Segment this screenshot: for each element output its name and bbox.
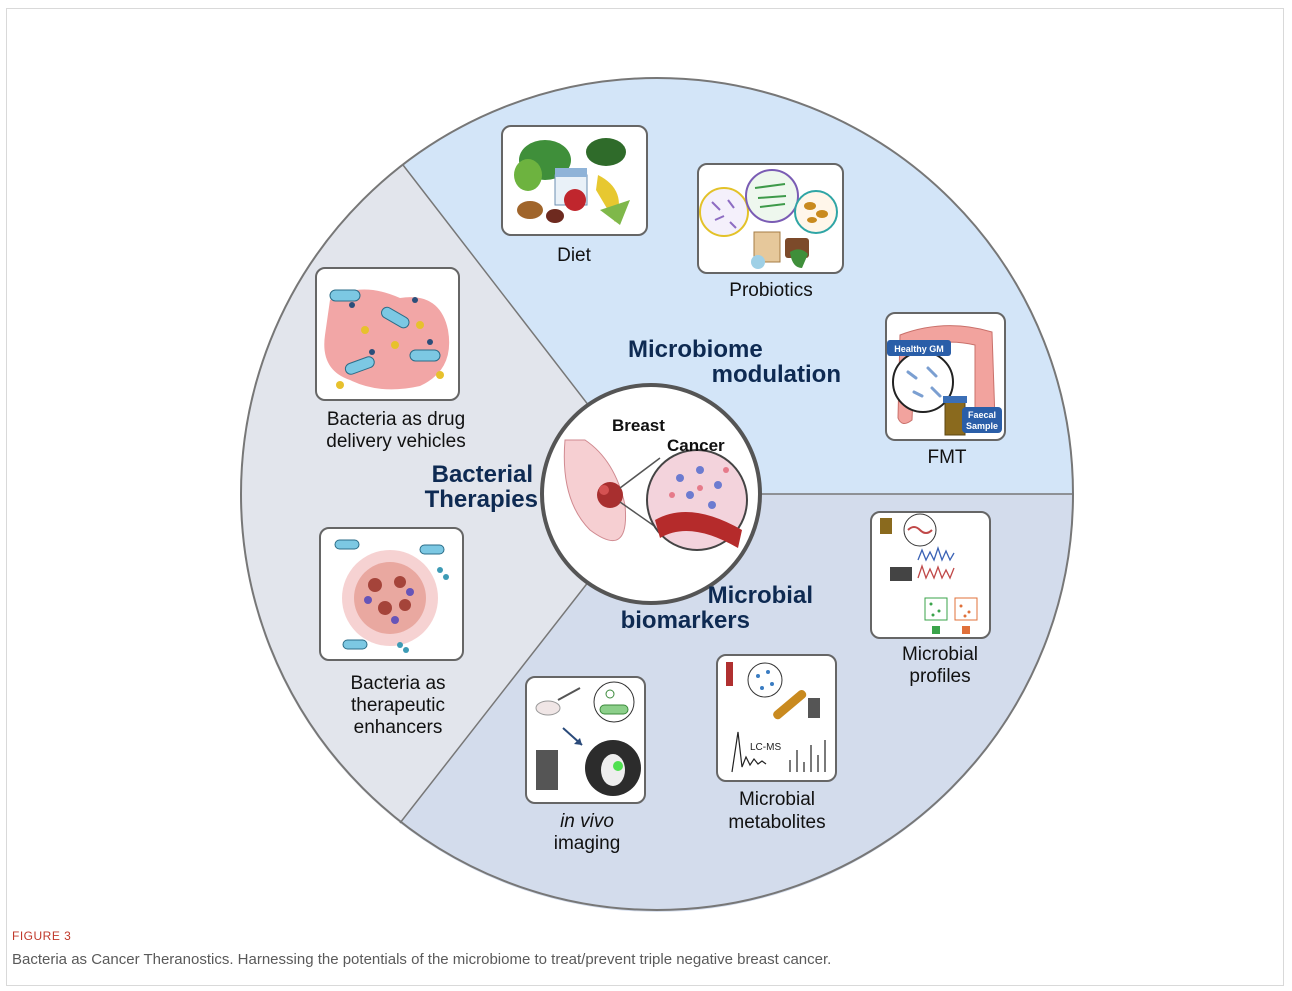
enhancers-panel: Bacteria as therapeutic enhancers bbox=[319, 527, 464, 738]
tumor-zoom-icon bbox=[619, 449, 748, 551]
drug-delivery-panel: Bacteria as drug delivery vehicles bbox=[315, 267, 466, 452]
healthy-gm-badge bbox=[887, 340, 951, 356]
breast-icon bbox=[563, 439, 627, 541]
probiotics-panel: Probiotics bbox=[697, 163, 844, 301]
sample-label: Sample bbox=[966, 421, 998, 431]
enhancers-label-1: Bacteria as bbox=[350, 673, 445, 694]
enhancers-label-3: enhancers bbox=[354, 717, 443, 738]
center-label-cancer: Cancer bbox=[667, 436, 725, 455]
imaging-label-1: in vivo bbox=[560, 811, 614, 832]
section-title-biomarkers-2: biomarkers bbox=[621, 607, 750, 634]
metabolites-panel: LC-MS Microbial metabolites bbox=[716, 654, 837, 833]
profiles-label-2: profiles bbox=[909, 666, 970, 687]
section-title-modulation-2: modulation bbox=[712, 361, 841, 388]
profiles-label-1: Microbial bbox=[902, 644, 978, 665]
figure-label: FIGURE 3 bbox=[12, 929, 72, 943]
enhancers-label-2: therapeutic bbox=[351, 695, 445, 716]
metabolites-label-1: Microbial bbox=[739, 789, 815, 810]
diet-food-icon bbox=[514, 138, 630, 225]
drug-delivery-label-2: delivery vehicles bbox=[326, 431, 465, 452]
healthy-gm-label: Healthy GM bbox=[894, 344, 944, 354]
section-title-biomarkers-1: Microbial bbox=[708, 582, 813, 609]
profiles-panel: Microbial profiles bbox=[870, 511, 991, 687]
fmt-panel: Healthy GM Faecal Sample FMT bbox=[885, 312, 1006, 468]
metabolites-label-2: metabolites bbox=[728, 812, 825, 833]
drug-delivery-icon bbox=[324, 289, 450, 390]
probiotics-icon bbox=[699, 169, 838, 269]
section-title-modulation-1: Microbiome bbox=[628, 336, 763, 363]
breast-cancer-center: Breast Cancer bbox=[540, 383, 762, 605]
section-title-therapies-1: Bacterial bbox=[432, 461, 533, 488]
imaging-icon bbox=[535, 681, 641, 796]
sequencing-icon bbox=[880, 513, 978, 634]
faecal-label: Faecal bbox=[968, 410, 996, 420]
diet-label: Diet bbox=[557, 245, 592, 266]
center-label-breast: Breast bbox=[612, 416, 665, 435]
fmt-label: FMT bbox=[927, 447, 966, 468]
metabolites-icon: LC-MS bbox=[726, 662, 826, 773]
enhancers-icon bbox=[334, 539, 449, 653]
diet-panel: Diet bbox=[501, 125, 648, 266]
section-title-therapies-2: Therapies bbox=[425, 486, 538, 513]
probiotics-label: Probiotics bbox=[729, 280, 812, 301]
figure-caption: Bacteria as Cancer Theranostics. Harness… bbox=[12, 951, 832, 968]
drug-delivery-label-1: Bacteria as drug bbox=[327, 409, 465, 430]
lcms-label: LC-MS bbox=[750, 742, 781, 753]
imaging-label-2: imaging bbox=[554, 833, 621, 854]
imaging-panel: in vivo imaging bbox=[525, 676, 646, 854]
theranostics-diagram: Diet Probiotics bbox=[240, 77, 1074, 912]
